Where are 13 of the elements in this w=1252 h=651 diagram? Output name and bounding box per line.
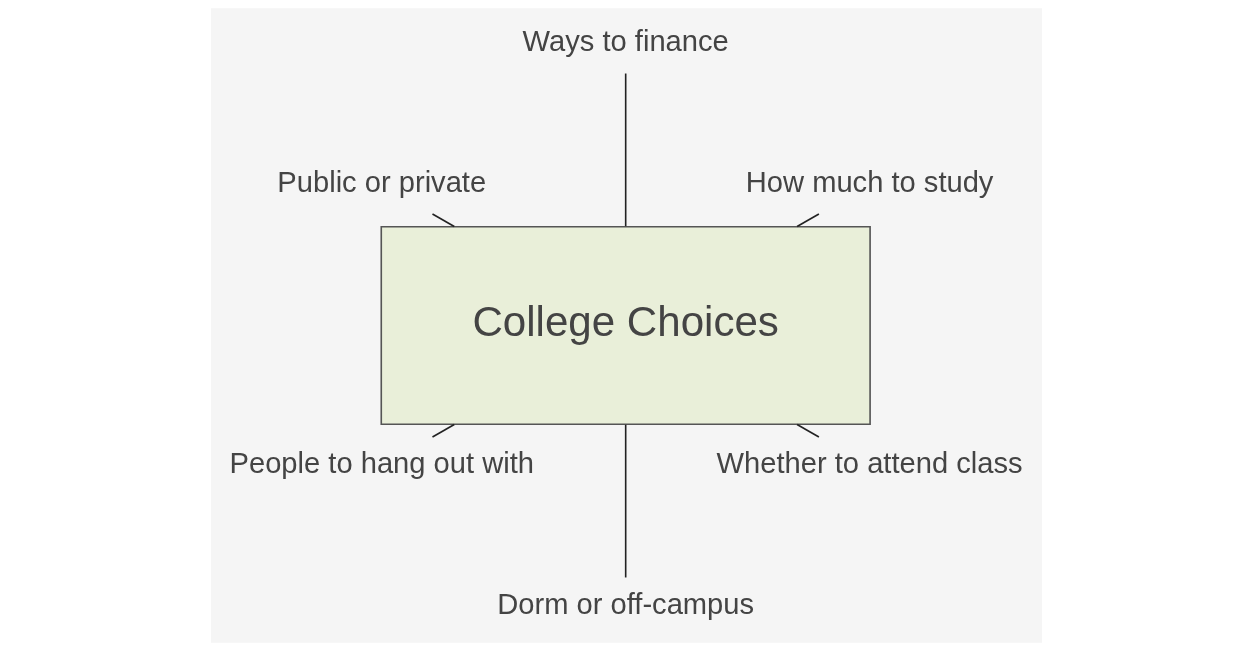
connector xyxy=(624,424,626,579)
node-text: Public or private xyxy=(276,165,486,198)
node-text: Ways to finance xyxy=(522,24,729,57)
node-text: People to hang out with xyxy=(229,447,534,480)
connector xyxy=(795,423,820,438)
connector xyxy=(624,72,626,227)
connector xyxy=(431,213,455,228)
connector xyxy=(795,213,820,228)
connector xyxy=(431,423,455,438)
node-box: College Choices xyxy=(379,225,871,426)
node-text: Whether to attend class xyxy=(716,447,1023,480)
node-text: How much to study xyxy=(745,165,993,198)
node-text: Dorm or off-campus xyxy=(496,588,754,621)
